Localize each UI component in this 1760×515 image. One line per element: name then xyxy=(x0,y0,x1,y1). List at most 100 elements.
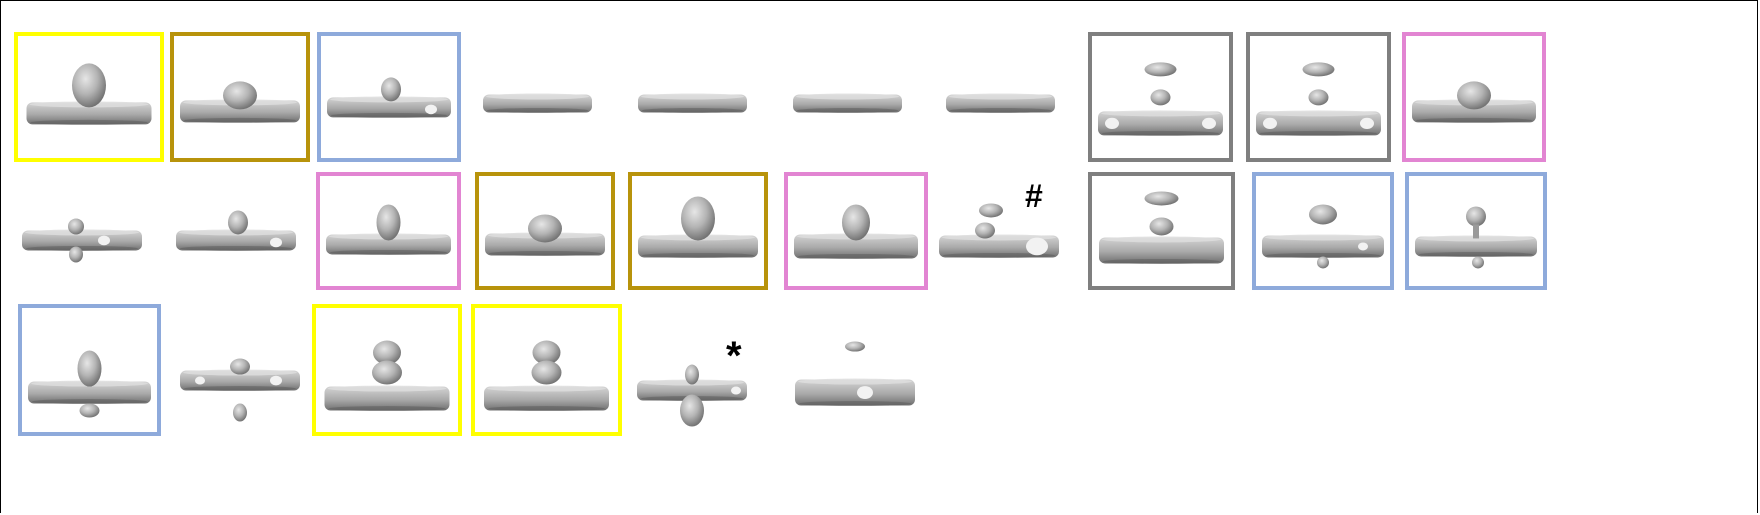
protein-density xyxy=(975,222,995,239)
density-render xyxy=(28,350,151,418)
protein-density xyxy=(531,360,562,385)
density-map-panel xyxy=(317,32,461,162)
membrane-disc xyxy=(1099,236,1224,264)
density-render xyxy=(180,358,300,422)
density-map-panel xyxy=(1088,172,1235,290)
protein-density xyxy=(680,394,704,427)
protein-density xyxy=(376,204,401,241)
density-map-panel xyxy=(1088,32,1233,162)
protein-density xyxy=(1457,81,1491,110)
density-render xyxy=(1098,62,1223,136)
disc-hole xyxy=(857,386,873,399)
density-render xyxy=(1412,81,1536,123)
density-render xyxy=(795,341,915,407)
disc-hole xyxy=(425,104,437,115)
disc-hole xyxy=(195,376,205,385)
density-map-panel xyxy=(470,32,605,162)
density-render xyxy=(485,214,605,256)
asterisk-marker: * xyxy=(726,334,742,378)
density-map-panel xyxy=(1402,32,1546,162)
density-map-panel xyxy=(1252,172,1394,290)
membrane-disc xyxy=(484,385,609,412)
protein-density xyxy=(532,340,561,365)
protein-density xyxy=(681,196,715,241)
disc-hole xyxy=(270,375,282,386)
stalk xyxy=(1473,224,1479,239)
density-render xyxy=(176,210,296,251)
protein-density xyxy=(685,364,699,385)
membrane-disc xyxy=(326,233,451,255)
density-map-panel xyxy=(780,32,915,162)
protein-density xyxy=(381,77,401,102)
protein-density xyxy=(68,218,84,235)
density-render xyxy=(794,204,918,259)
disc-hole xyxy=(731,386,741,395)
membrane-disc xyxy=(180,369,300,392)
density-map-panel xyxy=(312,304,462,436)
density-map-panel xyxy=(471,304,622,436)
density-render xyxy=(484,340,609,412)
protein-density xyxy=(223,81,257,110)
density-render xyxy=(1256,62,1381,136)
class-frame-gray xyxy=(1088,172,1235,290)
class-frame-gold xyxy=(170,32,310,162)
membrane-disc xyxy=(946,93,1055,113)
density-render xyxy=(1415,206,1537,269)
membrane-disc xyxy=(26,101,152,125)
density-map-panel xyxy=(1246,32,1391,162)
density-map-panel: # xyxy=(933,172,1073,290)
density-render xyxy=(793,93,902,113)
disc-hole xyxy=(270,237,282,248)
protein-density xyxy=(373,340,401,365)
membrane-disc xyxy=(22,229,142,251)
protein-density xyxy=(69,246,83,263)
protein-density xyxy=(72,63,106,108)
density-render xyxy=(327,77,451,118)
class-frame-gray xyxy=(1088,32,1233,162)
protein-density xyxy=(1144,62,1177,77)
disc-hole xyxy=(1263,117,1277,129)
disc-hole xyxy=(1358,242,1368,251)
density-render xyxy=(26,63,152,125)
class-frame-blue xyxy=(317,32,461,162)
protein-density xyxy=(1150,89,1171,106)
density-map-panel xyxy=(784,172,928,290)
class-frame-yellow xyxy=(471,304,622,436)
disc-hole xyxy=(1105,117,1119,129)
density-render xyxy=(180,81,300,123)
density-map-panel xyxy=(628,172,768,290)
protein-density xyxy=(845,341,865,352)
class-frame-yellow xyxy=(14,32,164,162)
protein-density xyxy=(528,214,562,243)
protein-density xyxy=(1309,204,1337,225)
density-render xyxy=(946,93,1055,113)
class-frame-gray xyxy=(1246,32,1391,162)
membrane-disc xyxy=(638,93,747,113)
density-map-panel xyxy=(170,304,310,436)
density-render xyxy=(483,93,592,113)
disc-hole xyxy=(1026,237,1048,256)
membrane-disc xyxy=(324,385,450,412)
density-render xyxy=(939,203,1059,258)
class-frame-pink xyxy=(1402,32,1546,162)
class-frame-yellow xyxy=(312,304,462,436)
density-map-panel xyxy=(785,304,925,436)
class-frame-gold xyxy=(475,172,615,290)
density-render xyxy=(638,93,747,113)
protein-density xyxy=(228,210,248,235)
protein-density xyxy=(372,360,402,385)
membrane-disc xyxy=(1098,110,1223,136)
hash-marker: # xyxy=(1025,178,1043,214)
density-render xyxy=(1099,191,1224,264)
density-render xyxy=(22,218,142,263)
density-map-panel xyxy=(316,172,461,290)
membrane-disc xyxy=(176,229,296,251)
class-frame-pink xyxy=(316,172,461,290)
protein-density xyxy=(233,403,247,422)
membrane-disc xyxy=(180,99,300,123)
protein-density xyxy=(979,203,1003,218)
density-map-panel xyxy=(1405,172,1547,290)
membrane-disc xyxy=(795,378,915,407)
density-map-panel xyxy=(625,32,760,162)
